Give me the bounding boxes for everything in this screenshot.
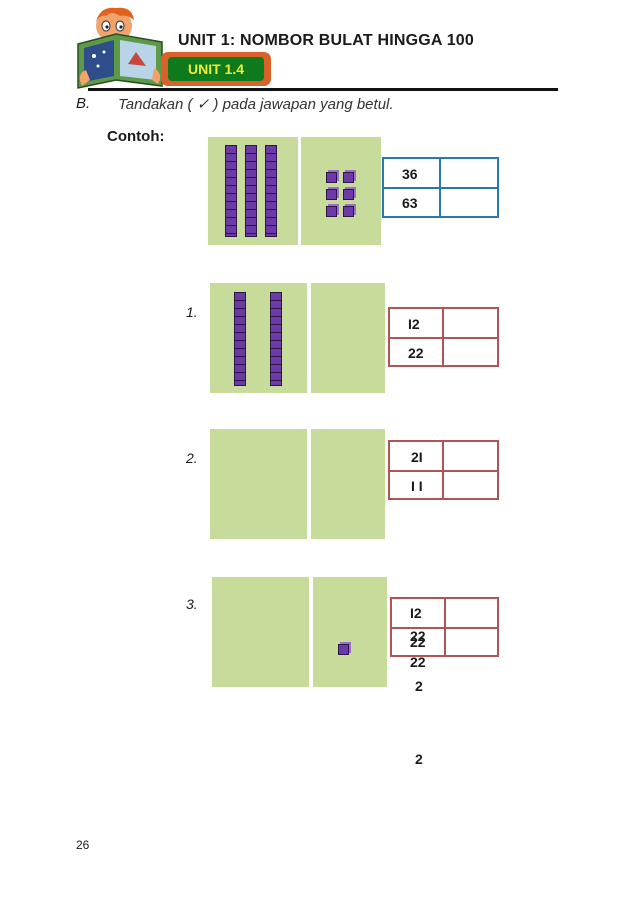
- question-2-tick-cell-2[interactable]: [443, 471, 497, 498]
- example-option-2: 63: [402, 195, 418, 211]
- instruction-text: Tandakan ( ✓ ) pada jawapan yang betul.: [118, 96, 394, 113]
- question-1-tick-cell-1[interactable]: [443, 309, 497, 336]
- question-2-answer-box: [388, 440, 499, 500]
- stray-text: 2: [415, 678, 423, 694]
- question-1-answer-box: [388, 307, 499, 367]
- example-tick-cell-1[interactable]: [440, 159, 497, 186]
- question-1-option-2: 22: [408, 345, 424, 361]
- unit-title: UNIT 1: NOMBOR BULAT HINGGA 100: [178, 32, 474, 49]
- stray-text: 22: [410, 654, 426, 670]
- section-letter: B.: [76, 95, 91, 112]
- question-3-tick-cell-2[interactable]: [445, 628, 497, 655]
- page-number: 26: [76, 838, 90, 852]
- question-2-option-2: I I: [411, 478, 423, 494]
- example-answer-box: [382, 157, 499, 218]
- question-3-option-1: I2: [410, 605, 422, 621]
- question-1-tick-cell-2[interactable]: [443, 338, 497, 365]
- ones-cube: [343, 172, 354, 183]
- tens-rod: [245, 145, 257, 237]
- tens-rod: [270, 292, 282, 386]
- question-2-tick-cell-1[interactable]: [443, 442, 497, 469]
- tens-rod: [225, 145, 237, 237]
- stray-text: 22: [410, 634, 426, 650]
- question-3-ones-panel: [313, 577, 387, 687]
- question-2-ones-panel: [311, 429, 385, 539]
- stray-text: 2: [415, 751, 423, 767]
- question-2-tens-panel: [210, 429, 307, 539]
- question-1-option-1: I2: [408, 316, 420, 332]
- question-3-answer-box: [390, 597, 499, 657]
- example-tick-cell-2[interactable]: [440, 188, 497, 216]
- question-1-ones-panel: [311, 283, 385, 393]
- question-2-option-1: 2I: [411, 449, 423, 465]
- question-3-tens-panel: [212, 577, 309, 687]
- header-divider: [88, 88, 558, 91]
- ones-cube: [326, 189, 337, 200]
- question-3-number: 3.: [186, 596, 198, 612]
- ones-cube: [326, 172, 337, 183]
- ones-cube: [326, 206, 337, 217]
- ones-cube: [343, 206, 354, 217]
- tens-rod: [265, 145, 277, 237]
- question-3-option-2: 22: [410, 628, 426, 644]
- question-3-tick-cell-1[interactable]: [445, 599, 497, 626]
- example-option-1: 36: [402, 166, 418, 182]
- question-1-tens-panel: [210, 283, 307, 393]
- reading-child-icon: [76, 4, 164, 90]
- ones-cube: [343, 189, 354, 200]
- tens-rod: [234, 292, 246, 386]
- unit-badge-label: UNIT 1.4: [168, 57, 264, 81]
- question-1-number: 1.: [186, 304, 198, 320]
- unit-badge: UNIT 1.4: [161, 52, 271, 86]
- question-2-number: 2.: [186, 450, 198, 466]
- example-ones-panel: [301, 137, 381, 245]
- ones-cube: [338, 644, 349, 655]
- example-label: Contoh:: [107, 128, 165, 145]
